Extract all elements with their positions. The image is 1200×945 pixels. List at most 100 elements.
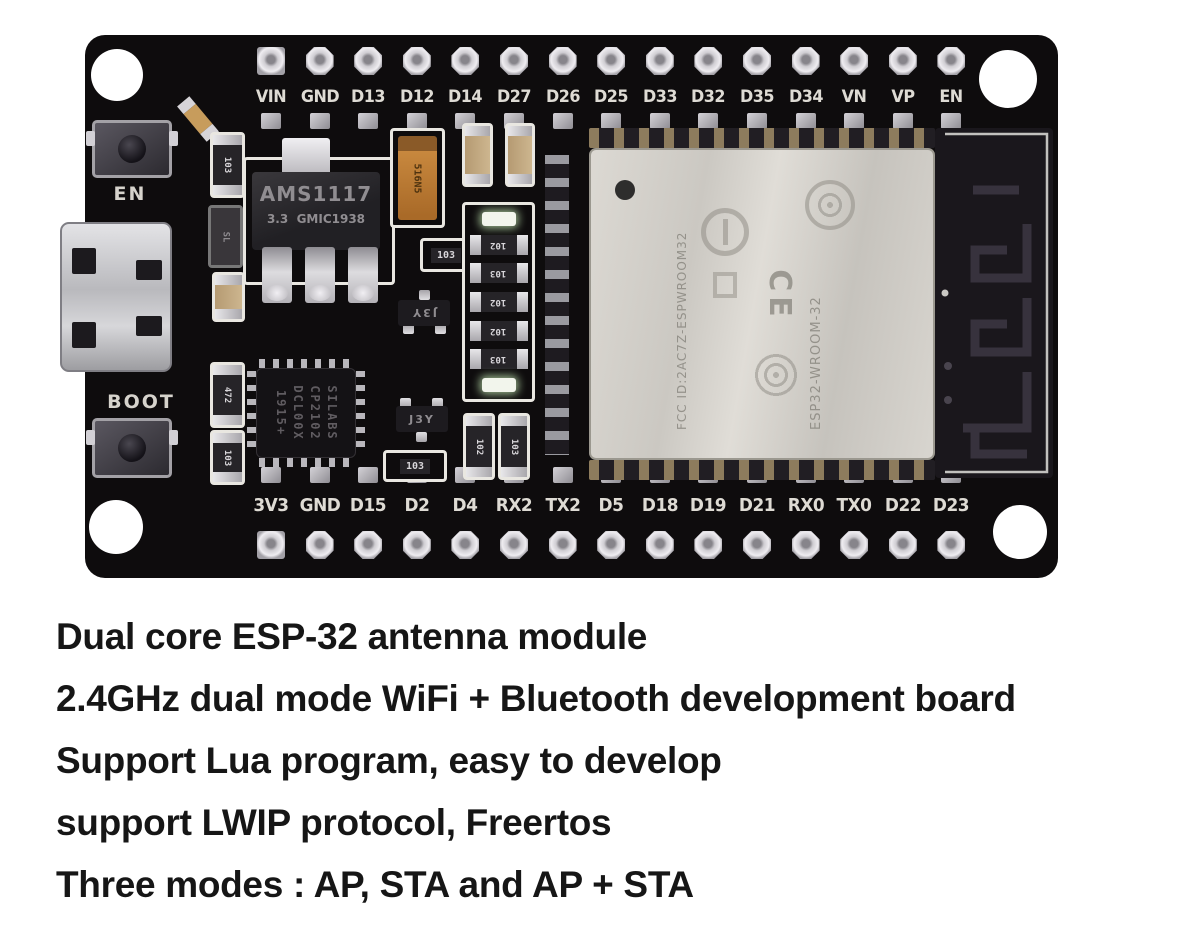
usb-slot <box>72 248 96 274</box>
certification-mark-icon <box>701 208 749 256</box>
pin-label-d26: D26 <box>545 87 581 107</box>
solder-pad <box>698 113 719 129</box>
solder-pad <box>358 113 379 129</box>
pin-pad-d34 <box>791 47 820 75</box>
pin-pad-d12 <box>402 47 431 75</box>
pin-pad-d5 <box>597 531 626 559</box>
pin-label-d5: D5 <box>598 495 624 516</box>
smd-resistor: 103 <box>210 132 245 198</box>
transistor-marking: J3Y <box>398 300 450 326</box>
boot-button[interactable] <box>86 418 178 478</box>
chip-marking: DCL00X <box>291 385 305 441</box>
pin-label-tx2: TX2 <box>545 495 581 516</box>
pin-label-vin: VIN <box>255 87 287 107</box>
chip-marking: CP2102 <box>308 385 322 441</box>
smd-resistor: 103 <box>420 238 472 272</box>
smd-resistor: 103 <box>469 349 528 370</box>
usb-slot <box>136 316 162 336</box>
button-clip <box>169 131 178 146</box>
button-plunger <box>118 135 146 163</box>
smd-capacitor <box>505 123 535 187</box>
caption-line: support LWIP protocol, Freertos <box>56 802 612 843</box>
pin-pad-d33 <box>645 47 674 75</box>
pin-pad-vin <box>257 47 285 75</box>
voltage-regulator-chip: AMS1117 3.3 GMIC1938 <box>252 172 380 250</box>
pin-pad-vp <box>888 47 917 75</box>
led <box>481 377 516 392</box>
pin-label-d2: D2 <box>404 495 430 516</box>
solder-pad <box>261 113 281 129</box>
module-castellated-pads <box>589 128 935 148</box>
pin-pad-rx2 <box>500 531 528 559</box>
mounting-hole <box>979 50 1037 108</box>
module-castellated-pads <box>545 155 569 455</box>
smd-component: SL <box>208 205 243 268</box>
smd-resistor: 102 <box>469 234 528 255</box>
caption-line: Support Lua program, easy to develop <box>56 740 722 781</box>
boot-button-label: BOOT <box>107 391 175 413</box>
module-model-text: ESP32-WROOM-32 <box>809 296 824 430</box>
antenna-trace <box>941 132 1049 474</box>
smd-resistor: 472 <box>210 362 245 428</box>
solder-pad <box>844 113 865 129</box>
pin-pad-tx0 <box>840 531 869 559</box>
pin-pad-d25 <box>597 47 626 75</box>
regulator-leg <box>262 247 292 303</box>
caption: Dual core ESP-32 antenna module 2.4GHz d… <box>56 606 1176 916</box>
pin-label-d22: D22 <box>884 495 922 516</box>
smd-resistor: 103 <box>498 413 530 480</box>
certification-square-icon <box>713 272 737 298</box>
pin-label-d19: D19 <box>690 495 727 516</box>
pin-pad-d23 <box>937 531 966 559</box>
caption-line: 2.4GHz dual mode WiFi + Bluetooth develo… <box>56 678 1016 719</box>
pin-pad-d21 <box>743 531 771 559</box>
chip-marking: SILABS <box>325 385 339 441</box>
regulator-tab <box>282 138 330 176</box>
pcb-antenna <box>935 128 1053 478</box>
pin-label-d25: D25 <box>594 87 629 107</box>
transistor: J3Y <box>390 290 458 334</box>
smd-resistor: 102 <box>469 320 528 341</box>
chip-marking: 3.3 GMIC1938 <box>266 212 366 226</box>
pin-label-vn: VN <box>841 87 867 107</box>
caption-line: Three modes : AP, STA and AP + STA <box>56 864 694 905</box>
fcc-id-text: FCC ID:2AC7Z-ESPWROOM32 <box>675 231 689 430</box>
pin-label-gnd: GND <box>300 87 339 107</box>
pin-pad-d2 <box>402 531 431 559</box>
micro-usb-port[interactable] <box>60 222 172 372</box>
pin-label-d12: D12 <box>399 87 435 107</box>
mounting-hole <box>89 500 143 554</box>
led <box>481 212 516 226</box>
usb-uart-chip: SILABS CP2102 DCL00X 1915+ <box>245 357 367 469</box>
pin-pad-d14 <box>451 47 480 75</box>
pin-pad-d4 <box>451 531 480 559</box>
pin-label-d27: D27 <box>496 87 532 107</box>
regulator-leg <box>305 247 335 303</box>
pin-pad-vn <box>840 47 869 75</box>
pin-pad-d18 <box>645 531 674 559</box>
pin-pad-en <box>937 47 966 75</box>
pin-label-d34: D34 <box>788 87 824 107</box>
certification-swirl-icon <box>751 350 801 400</box>
pin-pad-d22 <box>888 531 917 559</box>
button-plunger <box>118 434 146 462</box>
capacitor-marking: 516N5 <box>411 162 423 194</box>
pin-pad-gnd <box>305 47 334 75</box>
usb-slot <box>72 322 96 348</box>
button-clip <box>169 430 178 445</box>
pin-label-d33: D33 <box>642 87 678 107</box>
pin-label-tx0: TX0 <box>836 495 872 516</box>
solder-pad <box>309 113 330 129</box>
smd-resistor: 102 <box>463 413 495 480</box>
smd-resistor: 102 <box>469 291 528 312</box>
pin-label-d32: D32 <box>691 87 726 107</box>
solder-pad <box>649 113 670 129</box>
solder-pad <box>552 113 573 129</box>
solder-pad <box>747 113 767 129</box>
module-castellated-pads <box>589 460 935 480</box>
pin-label-d18: D18 <box>641 495 679 516</box>
en-button[interactable] <box>86 120 178 178</box>
pin-pad-d32 <box>694 47 723 75</box>
